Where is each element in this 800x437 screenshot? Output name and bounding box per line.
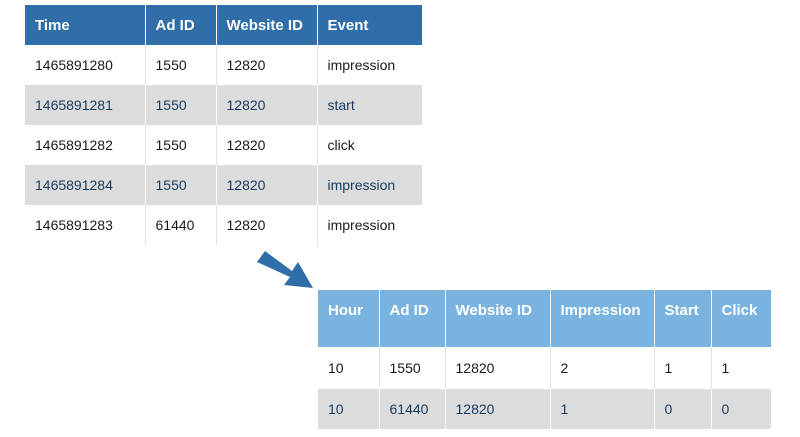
table-cell: 1550 xyxy=(379,347,446,389)
table-cell: 1465891282 xyxy=(25,125,146,165)
arrow-down-right-icon xyxy=(257,251,313,288)
table-cell: 1550 xyxy=(145,85,217,125)
column-header-impression: Impression xyxy=(550,290,655,347)
table-cell: 1550 xyxy=(145,45,217,85)
table-cell: 12820 xyxy=(216,205,318,245)
table-cell: 1 xyxy=(711,347,771,389)
column-header-ad-id: Ad ID xyxy=(145,5,217,45)
table-cell: 10 xyxy=(318,389,380,429)
table-header-row: Hour Ad ID Website ID Impression Start C… xyxy=(318,290,771,347)
table-cell: 1 xyxy=(654,347,712,389)
table-cell: 12820 xyxy=(445,347,551,389)
table-cell: 1550 xyxy=(145,125,217,165)
table-cell: impression xyxy=(317,45,422,85)
column-header-start: Start xyxy=(654,290,712,347)
table-cell: 10 xyxy=(318,347,380,389)
column-header-website-id: Website ID xyxy=(216,5,318,45)
table-cell: 61440 xyxy=(145,205,217,245)
arrow-shape xyxy=(257,251,313,288)
table-cell: 1465891284 xyxy=(25,165,146,205)
raw-events-table: Time Ad ID Website ID Event 1465891280 1… xyxy=(25,5,422,245)
table-cell: 1465891283 xyxy=(25,205,146,245)
table-cell: 1550 xyxy=(145,165,217,205)
table-cell: impression xyxy=(317,205,422,245)
table-cell: 12820 xyxy=(445,389,551,429)
table-cell: impression xyxy=(317,165,422,205)
table-cell: 0 xyxy=(654,389,712,429)
table-row: 1465891281 1550 12820 start xyxy=(25,85,422,125)
table-row: 1465891283 61440 12820 impression xyxy=(25,205,422,245)
column-header-hour: Hour xyxy=(318,290,380,347)
aggregated-table: Hour Ad ID Website ID Impression Start C… xyxy=(318,290,771,429)
column-header-ad-id: Ad ID xyxy=(379,290,446,347)
table-cell: 61440 xyxy=(379,389,446,429)
column-header-website-id: Website ID xyxy=(445,290,551,347)
table-cell: 12820 xyxy=(216,45,318,85)
table-cell: 2 xyxy=(550,347,655,389)
column-header-click: Click xyxy=(711,290,771,347)
table-cell: click xyxy=(317,125,422,165)
table-cell: 12820 xyxy=(216,85,318,125)
table-row: 1465891280 1550 12820 impression xyxy=(25,45,422,85)
table-cell: 1 xyxy=(550,389,655,429)
table-row: 1465891282 1550 12820 click xyxy=(25,125,422,165)
table-row: 10 1550 12820 2 1 1 xyxy=(318,347,771,389)
table-cell: start xyxy=(317,85,422,125)
table-cell: 12820 xyxy=(216,125,318,165)
table-cell: 1465891281 xyxy=(25,85,146,125)
table-row: 1465891284 1550 12820 impression xyxy=(25,165,422,205)
table-header-row: Time Ad ID Website ID Event xyxy=(25,5,422,45)
table-row: 10 61440 12820 1 0 0 xyxy=(318,389,771,429)
table-cell: 1465891280 xyxy=(25,45,146,85)
column-header-time: Time xyxy=(25,5,146,45)
table-cell: 12820 xyxy=(216,165,318,205)
column-header-event: Event xyxy=(317,5,422,45)
table-cell: 0 xyxy=(711,389,771,429)
